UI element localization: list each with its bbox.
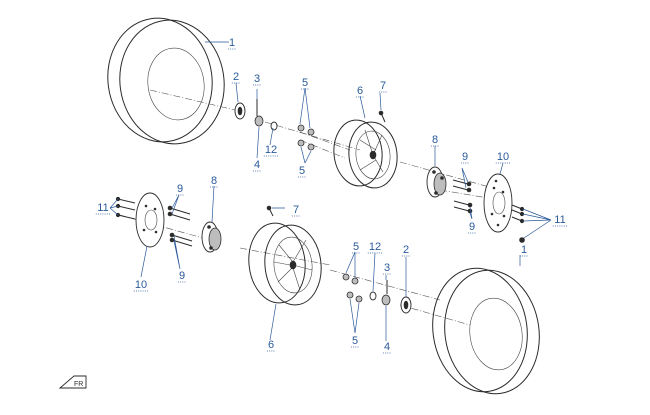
valve-lower xyxy=(266,205,274,217)
callout-c7a[interactable]: 7 xyxy=(380,80,386,92)
callout-c7b[interactable]: 7 xyxy=(293,204,299,216)
callout-c2a[interactable]: 2 xyxy=(233,71,239,83)
hub-lower xyxy=(201,221,222,253)
seal-lower xyxy=(400,296,412,314)
front-marker-label: FR xyxy=(74,381,83,388)
brake-disc-upper xyxy=(483,173,513,233)
washer-upper xyxy=(270,121,278,131)
tire-lower xyxy=(432,267,540,395)
callout-c10a[interactable]: 10 xyxy=(497,151,509,163)
callout-c3a[interactable]: 3 xyxy=(254,73,260,85)
castle-nut-lower xyxy=(381,294,391,306)
callout-c8a[interactable]: 8 xyxy=(432,134,438,146)
callout-c10b[interactable]: 10 xyxy=(135,279,147,291)
callout-c5d[interactable]: 5 xyxy=(352,335,358,347)
front-direction-icon: FR xyxy=(58,375,87,389)
callout-c12b[interactable]: 12 xyxy=(369,241,381,253)
seal-upper xyxy=(234,102,246,120)
axis-line-lower xyxy=(119,214,471,326)
brake-disc-lower xyxy=(135,192,165,248)
callout-c9b[interactable]: 9 xyxy=(469,221,475,233)
rim-upper xyxy=(333,119,398,189)
callout-c5b[interactable]: 5 xyxy=(299,165,305,177)
callout-c3b[interactable]: 3 xyxy=(384,262,390,274)
callout-c4b[interactable]: 4 xyxy=(384,341,390,353)
callout-c9a[interactable]: 9 xyxy=(462,151,468,163)
axis-line-upper xyxy=(149,89,501,191)
callout-c5a[interactable]: 5 xyxy=(302,77,308,89)
tire-upper xyxy=(107,17,225,145)
bolts-upper xyxy=(452,179,473,214)
rim-lower xyxy=(248,222,322,306)
callout-c11a[interactable]: 11 xyxy=(554,214,565,226)
callout-c5c[interactable]: 5 xyxy=(353,241,359,253)
disc-screws-upper xyxy=(511,204,525,243)
callout-c4a[interactable]: 4 xyxy=(254,159,260,171)
lug-nuts-lower xyxy=(342,273,363,303)
disc-screws-lower xyxy=(115,196,136,220)
callout-c2b[interactable]: 2 xyxy=(403,244,409,256)
callout-c9c[interactable]: 9 xyxy=(177,183,183,195)
lug-nuts-upper xyxy=(297,124,315,151)
castle-nut-upper xyxy=(254,115,264,127)
callout-c8b[interactable]: 8 xyxy=(211,175,217,187)
callout-c9d[interactable]: 9 xyxy=(179,270,185,282)
callout-c12a[interactable]: 12 xyxy=(265,144,277,156)
hub-upper xyxy=(426,166,447,198)
washer-lower xyxy=(369,291,377,301)
callout-c11b[interactable]: 11 xyxy=(97,202,108,214)
leader-lines xyxy=(109,41,552,341)
valve-upper xyxy=(378,110,386,123)
callout-c6b[interactable]: 6 xyxy=(268,339,274,351)
bolts-lower xyxy=(167,205,193,247)
callout-c6a[interactable]: 6 xyxy=(357,85,363,97)
callout-c1a[interactable]: 1 xyxy=(229,37,235,49)
callout-c1b[interactable]: 1 xyxy=(521,244,527,256)
